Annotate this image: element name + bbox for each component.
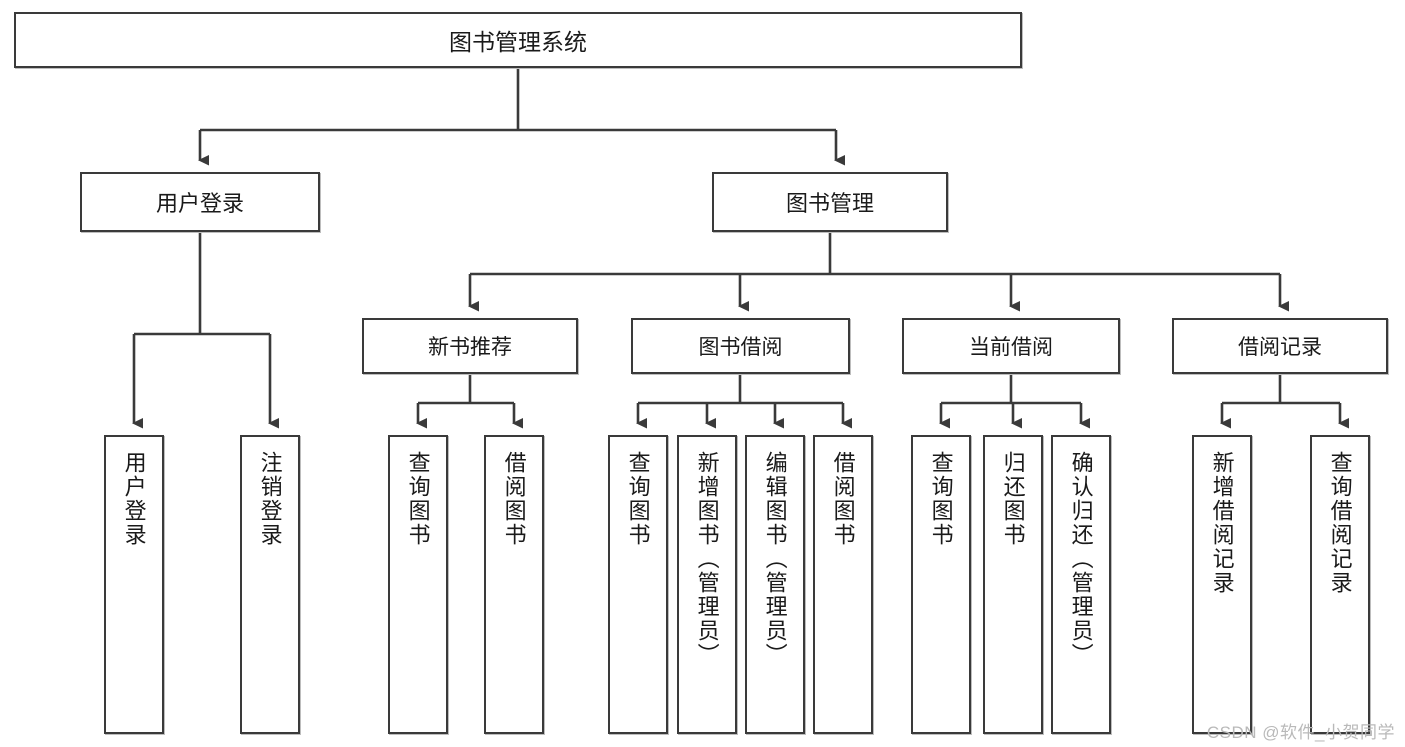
node-leaf-query-book-rec-label: 查询图书 xyxy=(405,451,431,547)
node-leaf-query-book-borrow-label: 查询图书 xyxy=(625,451,651,547)
node-leaf-borrow-book-rec[interactable]: 借阅图书 xyxy=(484,435,544,734)
node-leaf-return-book-label: 归还图书 xyxy=(1000,451,1026,547)
node-leaf-query-borrow-record[interactable]: 查询借阅记录 xyxy=(1310,435,1370,734)
node-leaf-edit-book-label: 编辑图书（管理员） xyxy=(762,451,788,667)
node-leaf-confirm-return-label: 确认归还（管理员） xyxy=(1068,451,1094,667)
node-leaf-add-borrow-record[interactable]: 新增借阅记录 xyxy=(1192,435,1252,734)
node-leaf-user-login-label: 用户登录 xyxy=(121,451,147,547)
node-new-book-rec[interactable]: 新书推荐 xyxy=(362,318,578,374)
node-leaf-query-book-current[interactable]: 查询图书 xyxy=(911,435,971,734)
node-root[interactable]: 图书管理系统 xyxy=(14,12,1022,68)
node-leaf-add-book-label: 新增图书（管理员） xyxy=(694,451,720,667)
node-leaf-add-book[interactable]: 新增图书（管理员） xyxy=(677,435,737,734)
node-leaf-query-borrow-record-label: 查询借阅记录 xyxy=(1327,451,1353,595)
node-leaf-query-book-current-label: 查询图书 xyxy=(928,451,954,547)
node-leaf-borrow-book[interactable]: 借阅图书 xyxy=(813,435,873,734)
node-book-borrow[interactable]: 图书借阅 xyxy=(631,318,850,374)
node-book-manage[interactable]: 图书管理 xyxy=(712,172,948,232)
node-current-borrow[interactable]: 当前借阅 xyxy=(902,318,1120,374)
node-leaf-borrow-book-rec-label: 借阅图书 xyxy=(501,451,527,547)
node-book-borrow-label: 图书借阅 xyxy=(698,336,783,359)
node-leaf-user-login[interactable]: 用户登录 xyxy=(104,435,164,734)
node-book-manage-label: 图书管理 xyxy=(785,191,874,216)
node-leaf-return-book[interactable]: 归还图书 xyxy=(983,435,1043,734)
node-borrow-record-label: 借阅记录 xyxy=(1238,336,1322,359)
node-leaf-query-book-rec[interactable]: 查询图书 xyxy=(388,435,448,734)
node-borrow-record[interactable]: 借阅记录 xyxy=(1172,318,1388,374)
node-root-label: 图书管理系统 xyxy=(449,29,587,55)
watermark-text: CSDN @软件_小贺同学 xyxy=(1206,723,1395,742)
node-leaf-edit-book[interactable]: 编辑图书（管理员） xyxy=(745,435,805,734)
node-leaf-add-borrow-record-label: 新增借阅记录 xyxy=(1209,451,1235,595)
node-current-borrow-label: 当前借阅 xyxy=(969,336,1053,359)
node-new-book-rec-label: 新书推荐 xyxy=(428,336,512,359)
node-leaf-query-book-borrow[interactable]: 查询图书 xyxy=(608,435,668,734)
node-leaf-user-logout[interactable]: 注销登录 xyxy=(240,435,300,734)
node-leaf-user-logout-label: 注销登录 xyxy=(257,451,283,547)
node-user-login-label: 用户登录 xyxy=(155,191,244,216)
node-leaf-borrow-book-label: 借阅图书 xyxy=(830,451,856,547)
node-user-login[interactable]: 用户登录 xyxy=(80,172,320,232)
node-leaf-confirm-return[interactable]: 确认归还（管理员） xyxy=(1051,435,1111,734)
